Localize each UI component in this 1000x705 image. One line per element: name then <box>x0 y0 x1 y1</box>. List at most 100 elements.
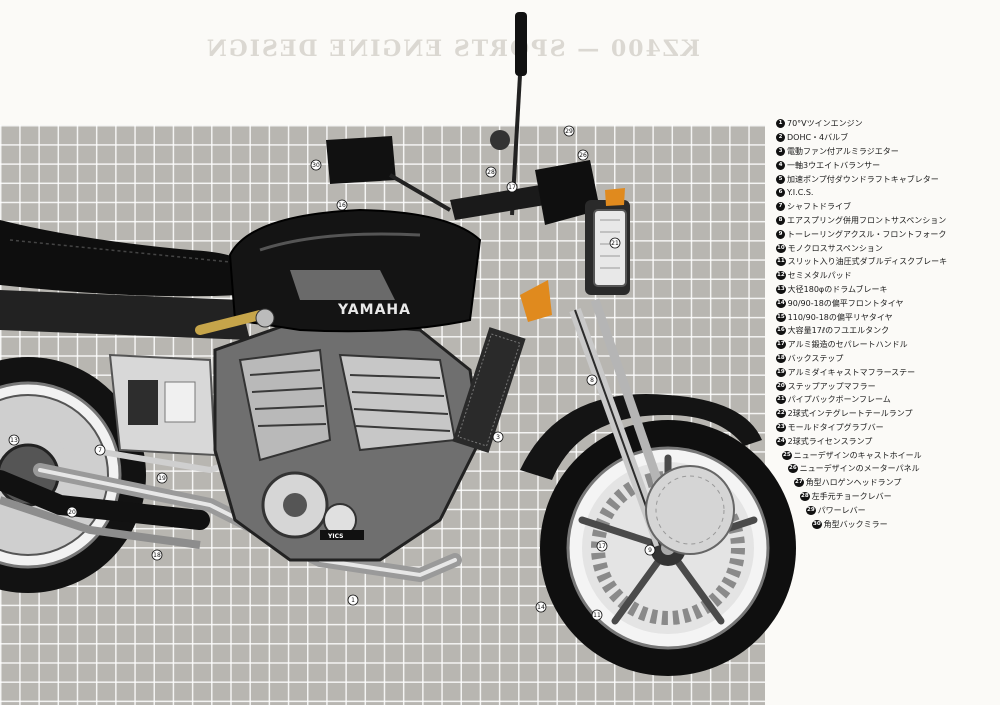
part-number-badge: 11 <box>776 257 786 267</box>
callout-marker: 19 <box>156 472 168 484</box>
part-label: スリット入り油圧式ダブルディスクブレーキ <box>787 257 948 267</box>
part-number-badge: 7 <box>776 202 785 212</box>
radiator <box>452 327 526 453</box>
callout-marker: 17 <box>596 540 608 552</box>
callout-number: 9 <box>648 547 652 554</box>
part-label: 70°Vツインエンジン <box>787 119 863 129</box>
part-label: モールドタイプグラブバー <box>787 422 884 432</box>
part-label: 加速ポンプ付ダウンドラフトキャブレター <box>787 174 939 184</box>
part-label: トーレーリングアクスル・フロントフォーク <box>787 229 947 239</box>
part-label: 2球式インテグレートテールランプ <box>787 409 913 419</box>
front-fender <box>520 393 762 480</box>
callout-marker: 13 <box>8 434 20 446</box>
part-number-badge: 18 <box>776 353 786 363</box>
callout-marker: 20 <box>66 506 78 518</box>
callout-marker: 11 <box>591 609 603 621</box>
part-number-badge: 6 <box>776 188 785 198</box>
callout-number: 7 <box>98 447 102 454</box>
part-label: アルミ鍛造のセパレートハンドル <box>787 340 908 350</box>
callout-number: 13 <box>10 437 18 444</box>
part-number-badge: 26 <box>788 464 798 474</box>
meter-panel <box>535 160 600 225</box>
callout-number: 18 <box>153 552 161 559</box>
callout-marker: 9 <box>644 544 656 556</box>
part-label: 2球式ライセンスランプ <box>787 436 873 446</box>
part-number-badge: 16 <box>776 326 786 336</box>
callout-marker: 30 <box>310 159 322 171</box>
part-label: 電動ファン付アルミラジエター <box>787 146 899 156</box>
callout-number: 28 <box>487 169 495 176</box>
part-number-badge: 17 <box>776 340 786 350</box>
headlamp <box>585 200 630 295</box>
callout-number: 11 <box>593 612 601 619</box>
part-label: パワーレバー <box>817 505 866 515</box>
v-twin-engine: YICS <box>213 318 482 562</box>
part-label: 角型バックミラー <box>823 519 888 529</box>
part-label: ニューデザインのメーターパネル <box>799 464 920 474</box>
callout-marker: 7 <box>94 444 106 456</box>
part-label: Y.I.C.S. <box>787 188 814 198</box>
part-number-badge: 1 <box>776 119 785 129</box>
callout-number: 3 <box>496 434 500 441</box>
engine-badge: YICS <box>327 533 343 540</box>
part-label: ニューデザインのキャストホイール <box>793 450 922 460</box>
seat <box>0 220 245 297</box>
part-number-badge: 22 <box>776 409 786 419</box>
yamaha-logo: YAMAHA <box>337 302 411 318</box>
callout-marker: 17 <box>506 181 518 193</box>
turn-signal <box>520 280 552 322</box>
part-label: エアスプリング併用フロントサスペンション <box>787 215 947 225</box>
part-label: 大容量17ℓのフユエルタンク <box>787 326 890 336</box>
callout-marker: 8 <box>586 374 598 386</box>
part-number-badge: 25 <box>782 450 792 460</box>
part-label: モノクロスサスペンション <box>787 243 883 253</box>
part-number-badge: 27 <box>794 478 804 488</box>
callout-number: 20 <box>68 509 76 516</box>
part-number-badge: 28 <box>800 491 810 501</box>
callout-marker: 28 <box>485 166 497 178</box>
part-number-badge: 4 <box>776 160 785 170</box>
right-mirror <box>515 12 527 76</box>
callout-marker: 3 <box>492 431 504 443</box>
callout-number: 21 <box>611 240 619 247</box>
part-label: シャフトドライブ <box>787 202 851 212</box>
part-number-badge: 29 <box>806 505 816 515</box>
brake-disc <box>645 465 735 555</box>
part-label: 左手元チョークレバー <box>811 491 892 501</box>
callout-number: 17 <box>508 184 516 191</box>
callout-number: 26 <box>579 152 587 159</box>
callout-number: 16 <box>338 202 346 209</box>
callout-marker: 21 <box>609 237 621 249</box>
part-number-badge: 10 <box>776 243 786 253</box>
callout-marker: 29 <box>563 125 575 137</box>
part-number-badge: 8 <box>776 215 785 225</box>
callout-marker: 16 <box>336 199 348 211</box>
callout-marker: 18 <box>151 549 163 561</box>
callout-number: 8 <box>590 377 594 384</box>
